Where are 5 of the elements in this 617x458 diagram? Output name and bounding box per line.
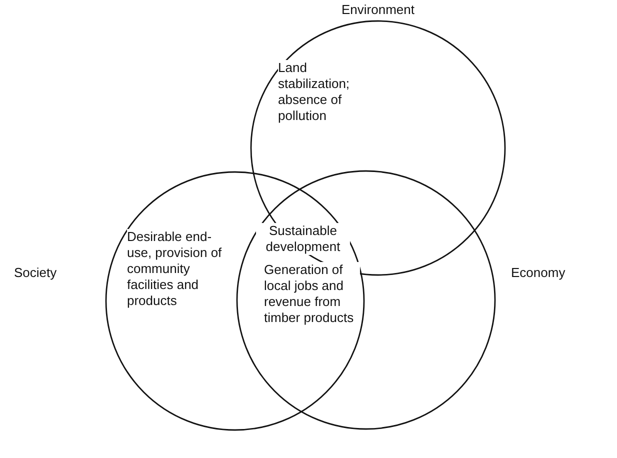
circle-heading: Society (14, 265, 57, 281)
circle-heading: Environment (340, 2, 416, 18)
circle-text: Generation of local jobs and revenue from timber products (264, 262, 360, 326)
overlap-label: Sustainable development (256, 223, 350, 255)
circle-heading: Economy (511, 265, 566, 281)
